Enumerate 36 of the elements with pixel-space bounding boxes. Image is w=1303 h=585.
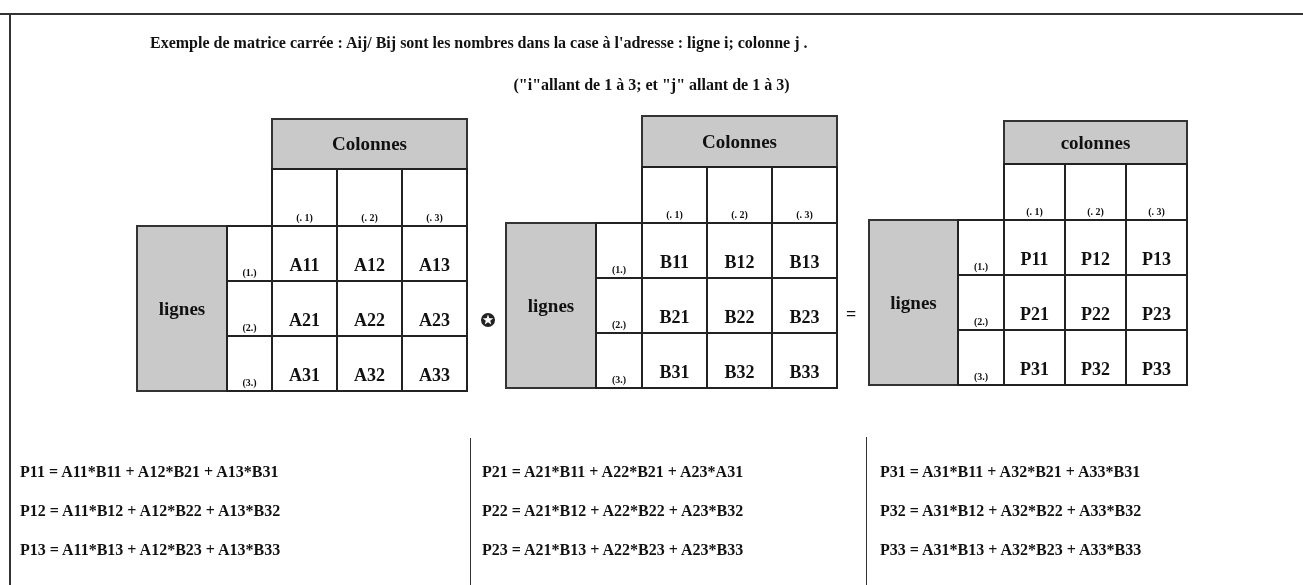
column-index: (. 3) (1125, 163, 1188, 221)
column-header: Colonnes (271, 118, 468, 170)
row-header: lignes (505, 222, 597, 389)
formula: P33 = A31*B13 + A32*B23 + A33*B33 (880, 541, 1142, 559)
matrix-cell: B33 (771, 332, 838, 389)
row-index: (3.) (957, 329, 1005, 386)
row-header: lignes (136, 225, 228, 392)
formula: P12 = A11*B12 + A12*B22 + A13*B32 (20, 502, 281, 520)
formula: P11 = A11*B11 + A12*B21 + A13*B31 (20, 463, 279, 481)
column-header: Colonnes (641, 115, 838, 168)
equals-sign: = (846, 304, 857, 325)
column-index: (. 2) (706, 166, 773, 224)
column-index: (. 3) (771, 166, 838, 224)
column-index: (. 2) (1064, 163, 1127, 221)
column-index: (. 1) (271, 168, 338, 227)
column-index: (. 2) (336, 168, 403, 227)
row-index: (3.) (226, 335, 273, 392)
row-header: lignes (868, 219, 959, 386)
title: Exemple de matrice carrée : Aij/ Bij sont les nombres dans la case à l'adresse : ligne i; colonne j . (150, 34, 808, 52)
subtitle: ("i"allant de 1 à 3; et "j" allant de 1 à 3) (512, 76, 791, 94)
row-index: (3.) (595, 332, 643, 389)
row-index: (1.) (226, 225, 273, 282)
formula: P32 = A31*B12 + A32*B22 + A33*B32 (880, 502, 1142, 520)
row-index: (1.) (595, 222, 643, 279)
formula: P13 = A11*B13 + A12*B23 + A13*B33 (20, 541, 281, 559)
matrix-cell: P33 (1125, 329, 1188, 386)
formula: P23 = A21*B13 + A22*B23 + A23*B33 (482, 541, 744, 559)
matrix-cell: A33 (401, 335, 468, 392)
column-index: (. 1) (1003, 163, 1066, 221)
column-index: (. 1) (641, 166, 708, 224)
column-header: colonnes (1003, 120, 1188, 165)
column-index: (. 3) (401, 168, 468, 227)
formula: P31 = A31*B11 + A32*B21 + A33*B31 (880, 463, 1141, 481)
formula: P22 = A21*B12 + A22*B22 + A23*B32 (482, 502, 744, 520)
row-index: (1.) (957, 219, 1005, 276)
formula: P21 = A21*B11 + A22*B21 + A23*A31 (482, 463, 744, 481)
